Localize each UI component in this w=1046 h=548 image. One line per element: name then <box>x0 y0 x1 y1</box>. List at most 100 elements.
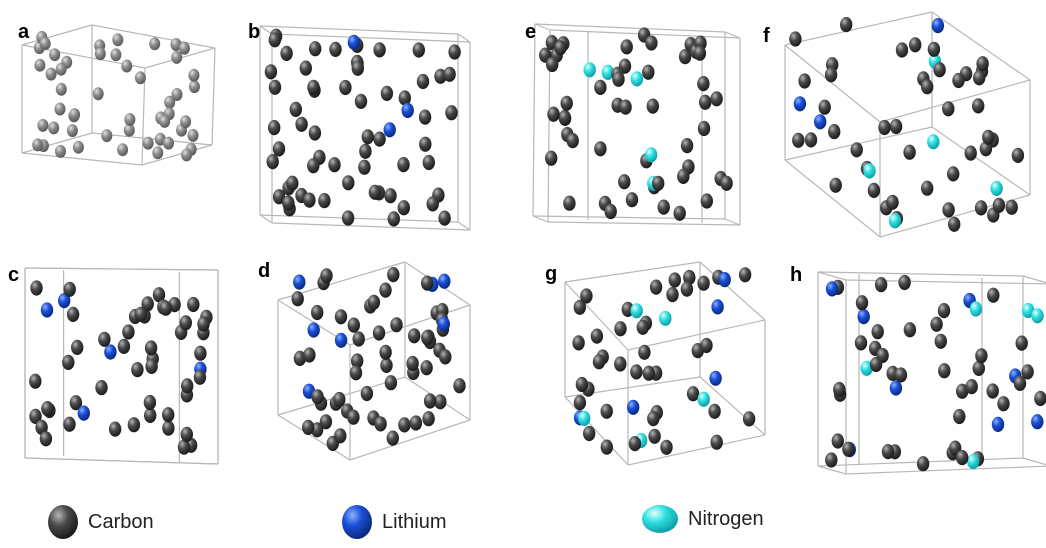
carbon-atom <box>35 419 48 435</box>
carbon-atom <box>614 356 627 372</box>
panel-label: h <box>790 264 802 286</box>
carbon-atom <box>187 296 200 313</box>
carbon-atom <box>833 381 846 398</box>
carbon-atom <box>55 144 66 158</box>
carbon-atom <box>850 142 863 158</box>
carbon-atom <box>619 99 632 115</box>
carbon-atom <box>29 408 42 424</box>
lithium-atom <box>347 34 361 50</box>
lithium-atom <box>104 344 117 360</box>
carbon-atom <box>92 87 104 101</box>
carbon-atom <box>303 192 316 208</box>
carbon-atom <box>328 157 341 173</box>
atoms <box>32 30 200 162</box>
carbon-atom <box>303 347 316 363</box>
carbon-atom <box>39 37 51 51</box>
nitrogen-atom <box>860 360 873 376</box>
carbon-atom <box>352 331 365 347</box>
carbon-atom <box>41 401 54 417</box>
lithium-atom <box>991 416 1005 432</box>
carbon-atom <box>554 40 567 56</box>
carbon-atom <box>123 123 135 137</box>
panel-label: c <box>8 264 19 286</box>
carbon-atom <box>272 189 286 205</box>
carbon-atom <box>347 409 360 425</box>
carbon-atom <box>266 154 279 170</box>
carbon-atom <box>697 120 711 137</box>
carbon-atom <box>976 56 989 72</box>
carbon-atom <box>54 102 66 116</box>
panel-a: a <box>18 21 216 166</box>
carbon-atom <box>965 379 978 395</box>
carbon-atom <box>645 35 658 51</box>
carbon-atom <box>600 439 613 455</box>
carbon-atom <box>683 269 696 286</box>
carbon-atom <box>122 324 135 340</box>
carbon-atom <box>818 99 831 115</box>
carbon-atom <box>614 321 627 337</box>
carbon-atom <box>339 79 352 96</box>
carbon-atom <box>63 281 76 297</box>
carbon-atom <box>648 428 661 444</box>
carbon-atom <box>164 95 176 109</box>
carbon-atom <box>592 354 606 370</box>
lithium-atom <box>857 309 870 325</box>
carbon-atom <box>170 38 182 51</box>
carbon-atom <box>361 129 374 145</box>
carbon-atom <box>131 362 144 378</box>
carbon-atom <box>842 441 855 457</box>
carbon-atom <box>187 128 199 142</box>
carbon-atom <box>1034 390 1046 407</box>
carbon-atom <box>942 101 955 117</box>
carbon-atom <box>986 383 999 399</box>
nitrogen-atom <box>927 134 940 150</box>
carbon-atom <box>289 101 302 117</box>
carbon-atom <box>302 419 315 435</box>
carbon-atom <box>307 79 320 95</box>
lithium-atom <box>1031 414 1044 430</box>
carbon-atom <box>397 200 410 216</box>
nitrogen-atom <box>697 391 710 407</box>
carbon-atom <box>445 105 458 121</box>
nitrogen-atom <box>630 303 643 319</box>
carbon-atom <box>573 299 586 315</box>
carbon-atom <box>374 416 387 432</box>
lithium-atom <box>383 122 396 138</box>
carbon-atom <box>545 150 558 166</box>
carbon-atom <box>197 316 210 332</box>
carbon-atom <box>697 76 710 92</box>
carbon-atom <box>628 436 642 452</box>
carbon-atom <box>742 411 756 427</box>
carbon-atom <box>1015 335 1028 351</box>
carbon-atom <box>583 425 596 442</box>
carbon-atom <box>933 62 946 78</box>
lithium-atom <box>889 380 903 396</box>
carbon-atom <box>657 199 670 215</box>
legend-label-nitrogen: Nitrogen <box>688 507 764 530</box>
legend-item-carbon: Carbon <box>46 503 154 541</box>
carbon-atom <box>293 350 307 366</box>
carbon-atom <box>972 98 985 114</box>
carbon-atom <box>438 210 451 226</box>
carbon-atom <box>72 140 84 154</box>
carbon-atom <box>152 287 166 303</box>
carbon-atom <box>881 444 895 460</box>
carbon-atom <box>351 60 364 76</box>
atoms <box>825 274 1046 472</box>
carbon-atom <box>368 184 382 200</box>
carbon-atom <box>453 378 466 394</box>
carbon-atom <box>974 200 988 216</box>
carbon-atom <box>987 287 1000 303</box>
carbon-atom <box>1021 364 1034 380</box>
carbon-atom <box>181 148 193 162</box>
nitrogen-atom <box>601 64 615 80</box>
carbon-atom <box>979 141 993 157</box>
carbon-atom <box>937 303 951 319</box>
carbon-atom <box>710 434 723 450</box>
carbon-atom <box>422 154 435 171</box>
carbon-atom <box>804 132 818 148</box>
carbon-atom <box>95 380 108 396</box>
lithium-atom <box>438 273 451 289</box>
carbon-atom <box>177 439 191 455</box>
carbon-atom <box>1011 147 1025 163</box>
